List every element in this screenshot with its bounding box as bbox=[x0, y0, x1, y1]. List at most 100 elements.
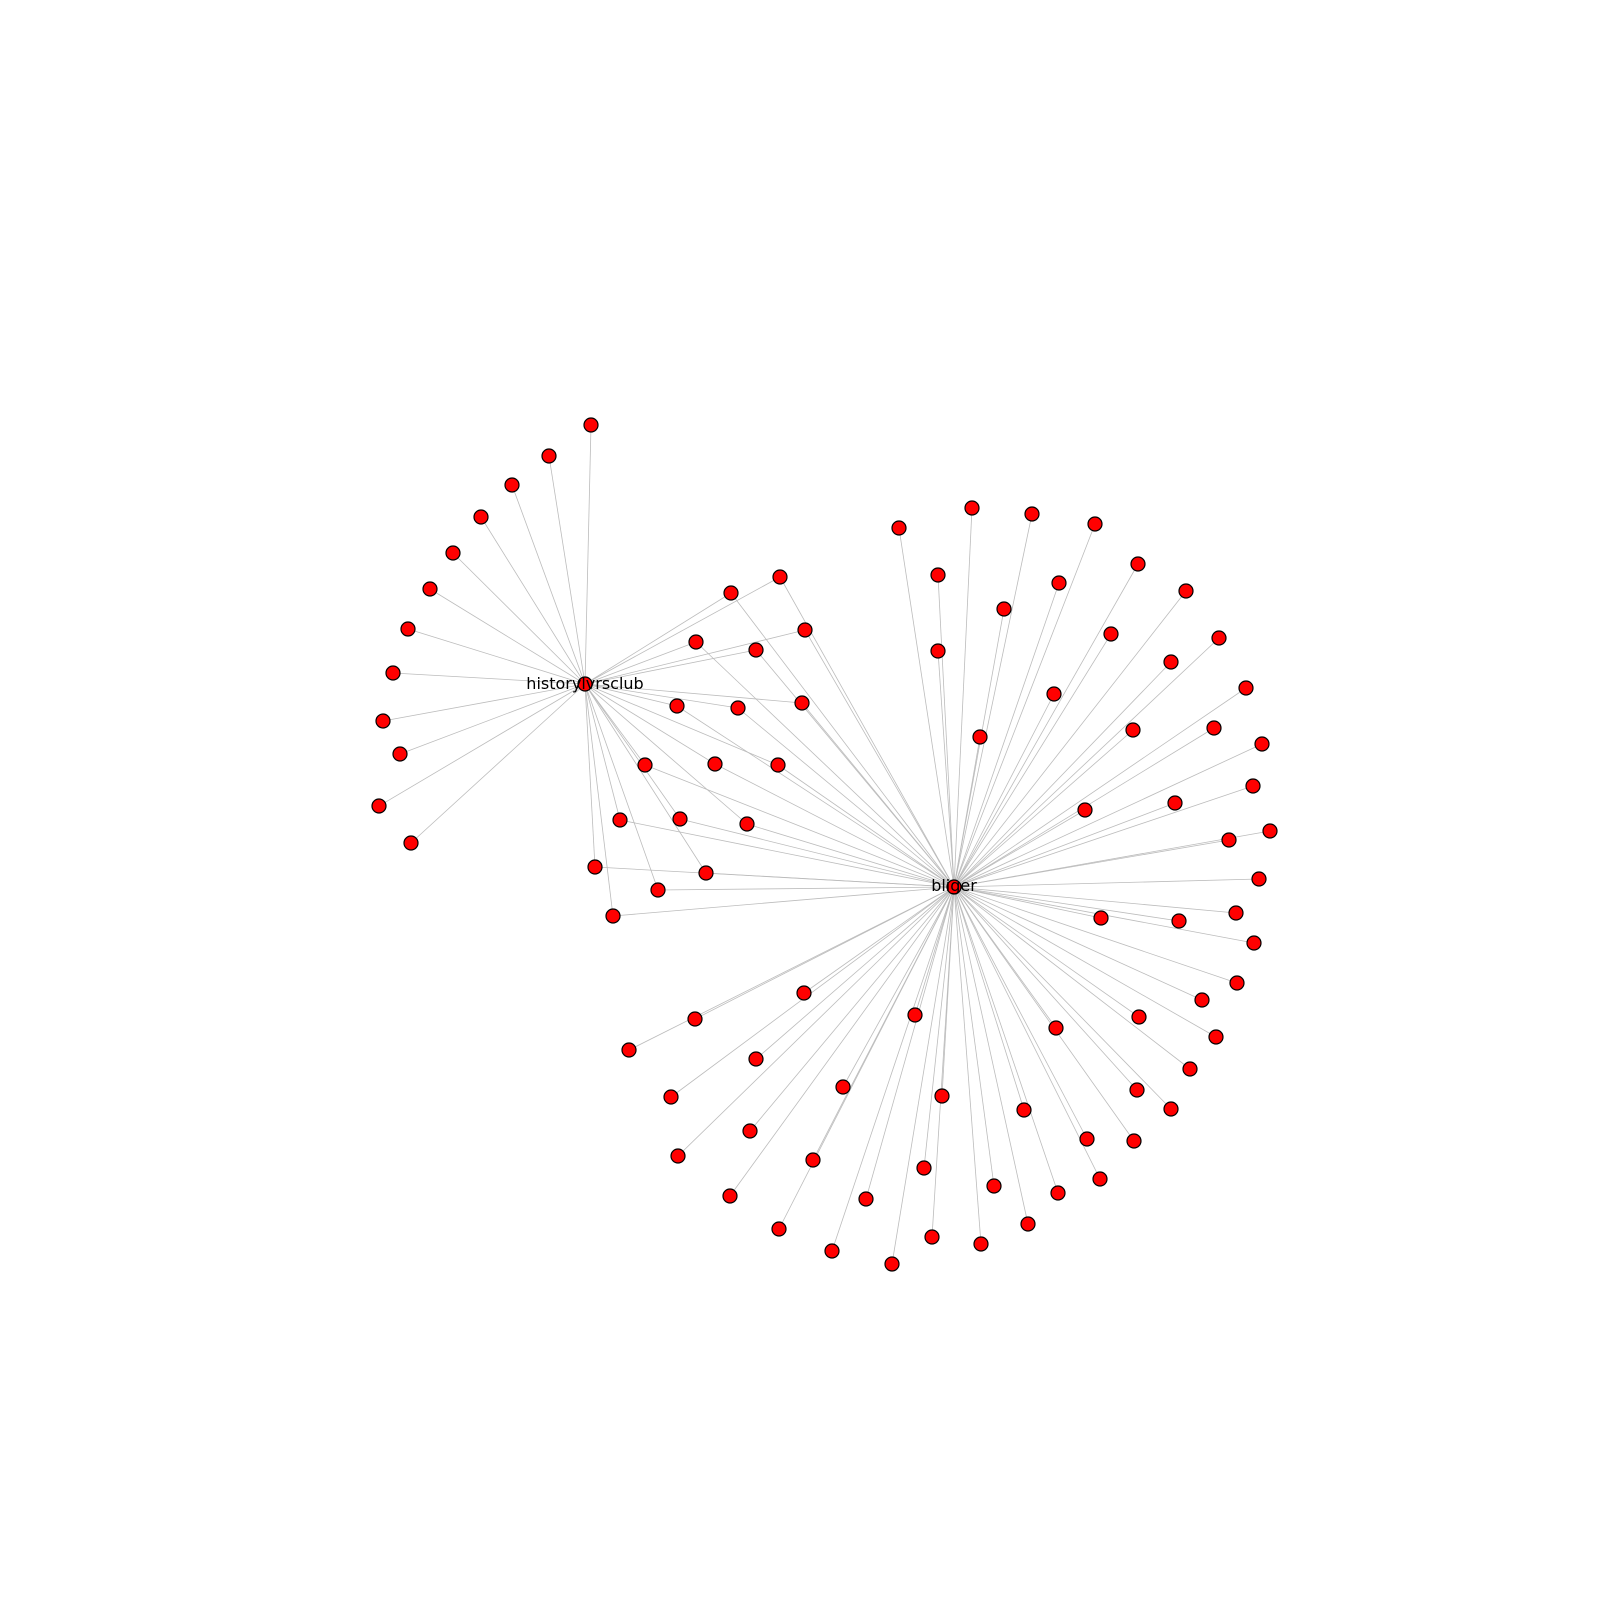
leaf-node bbox=[884, 1256, 900, 1272]
edge-bliger bbox=[953, 590, 1187, 888]
leaf-node bbox=[1251, 871, 1267, 887]
edge-historylvrsclub bbox=[584, 592, 732, 685]
edge-historylvrsclub bbox=[584, 683, 614, 917]
leaf-node bbox=[1077, 802, 1093, 818]
leaf-node bbox=[1103, 626, 1119, 642]
edge-bliger bbox=[953, 886, 1101, 1180]
hub-label-historylvrsclub: historylvrsclub bbox=[526, 674, 643, 693]
edge-bliger bbox=[865, 886, 955, 1200]
leaf-node bbox=[1167, 795, 1183, 811]
leaf-node bbox=[1228, 905, 1244, 921]
node-layer bbox=[371, 417, 1278, 1272]
leaf-node bbox=[1246, 935, 1262, 951]
leaf-node bbox=[669, 698, 685, 714]
edge-bliger bbox=[953, 513, 1033, 888]
leaf-node bbox=[891, 520, 907, 536]
edge-bliger bbox=[657, 886, 955, 891]
edge-historylvrsclub bbox=[378, 683, 586, 807]
edge-historylvrsclub bbox=[480, 516, 586, 685]
edge-bliger bbox=[953, 785, 1254, 888]
leaf-node bbox=[473, 509, 489, 525]
edge-bliger bbox=[953, 886, 995, 1187]
edge-historylvrsclub bbox=[584, 649, 757, 685]
edge-bliger bbox=[953, 886, 1025, 1111]
edge-bliger bbox=[695, 641, 955, 888]
leaf-node bbox=[1221, 832, 1237, 848]
leaf-node bbox=[621, 1042, 637, 1058]
leaf-node bbox=[924, 1229, 940, 1245]
edge-bliger bbox=[612, 886, 955, 917]
leaf-node bbox=[805, 1152, 821, 1168]
edge-bliger bbox=[953, 886, 1135, 1142]
edge-bliger bbox=[953, 886, 1191, 1070]
edge-bliger bbox=[777, 764, 955, 888]
edge-bliger bbox=[898, 527, 955, 888]
edge-bliger bbox=[953, 687, 1247, 888]
leaf-node bbox=[748, 642, 764, 658]
edge-bliger bbox=[953, 886, 1238, 984]
edge-bliger bbox=[737, 707, 955, 888]
edge-historylvrsclub bbox=[548, 455, 586, 685]
edge-bliger bbox=[953, 886, 1059, 1194]
edge-historylvrsclub bbox=[584, 683, 739, 709]
leaf-node bbox=[1163, 654, 1179, 670]
leaf-node bbox=[445, 545, 461, 561]
leaf-node bbox=[797, 622, 813, 638]
edge-bliger bbox=[755, 886, 955, 1060]
edge-historylvrsclub bbox=[452, 552, 586, 685]
leaf-node bbox=[930, 567, 946, 583]
edge-bliger bbox=[953, 729, 1134, 888]
leaf-node bbox=[1126, 1133, 1142, 1149]
edge-bliger bbox=[953, 507, 973, 888]
leaf-node bbox=[1024, 506, 1040, 522]
edge-bliger bbox=[941, 886, 955, 1097]
edge-historylvrsclub bbox=[584, 683, 803, 704]
edge-bliger bbox=[953, 693, 1055, 888]
edge-historylvrsclub bbox=[584, 641, 697, 685]
leaf-node bbox=[583, 417, 599, 433]
edge-historylvrsclub bbox=[584, 629, 806, 685]
leaf-node bbox=[972, 729, 988, 745]
leaf-node bbox=[824, 1243, 840, 1259]
leaf-node bbox=[1092, 1171, 1108, 1187]
hub-node-historylvrsclub bbox=[577, 676, 593, 692]
edge-bliger bbox=[705, 872, 955, 888]
leaf-node bbox=[1048, 1020, 1064, 1036]
edge-bliger bbox=[953, 582, 1060, 888]
edge-bliger bbox=[746, 823, 955, 888]
edge-historylvrsclub bbox=[584, 683, 621, 821]
edge-bliger bbox=[953, 633, 1112, 888]
edge-bliger bbox=[729, 886, 955, 1197]
edge-bliger bbox=[953, 886, 1029, 1225]
leaf-node bbox=[672, 811, 688, 827]
edge-historylvrsclub bbox=[584, 683, 779, 766]
edge-bliger bbox=[891, 886, 955, 1265]
leaf-node bbox=[858, 1191, 874, 1207]
leaf-node bbox=[1194, 992, 1210, 1008]
leaf-node bbox=[1208, 1029, 1224, 1045]
edge-bliger bbox=[953, 809, 1086, 888]
edge-bliger bbox=[679, 818, 955, 888]
edge-bliger bbox=[778, 886, 955, 1230]
leaf-node bbox=[1020, 1216, 1036, 1232]
leaf-node bbox=[403, 835, 419, 851]
leaf-node bbox=[707, 756, 723, 772]
edge-bliger bbox=[644, 764, 955, 888]
edge-bliger bbox=[937, 574, 955, 888]
leaf-node bbox=[392, 746, 408, 762]
edge-bliger bbox=[831, 886, 955, 1252]
leaf-node bbox=[1093, 910, 1109, 926]
leaf-node bbox=[1129, 1082, 1145, 1098]
edge-bliger bbox=[953, 839, 1230, 888]
leaf-node bbox=[722, 1188, 738, 1204]
edge-historylvrsclub bbox=[584, 683, 681, 820]
leaf-node bbox=[1254, 736, 1270, 752]
edge-bliger bbox=[953, 886, 1217, 1038]
leaf-node bbox=[1171, 913, 1187, 929]
edge-historylvrsclub bbox=[410, 683, 586, 844]
leaf-node bbox=[770, 757, 786, 773]
leaf-node bbox=[663, 1089, 679, 1105]
leaf-node bbox=[385, 665, 401, 681]
edge-historylvrsclub bbox=[392, 672, 586, 685]
